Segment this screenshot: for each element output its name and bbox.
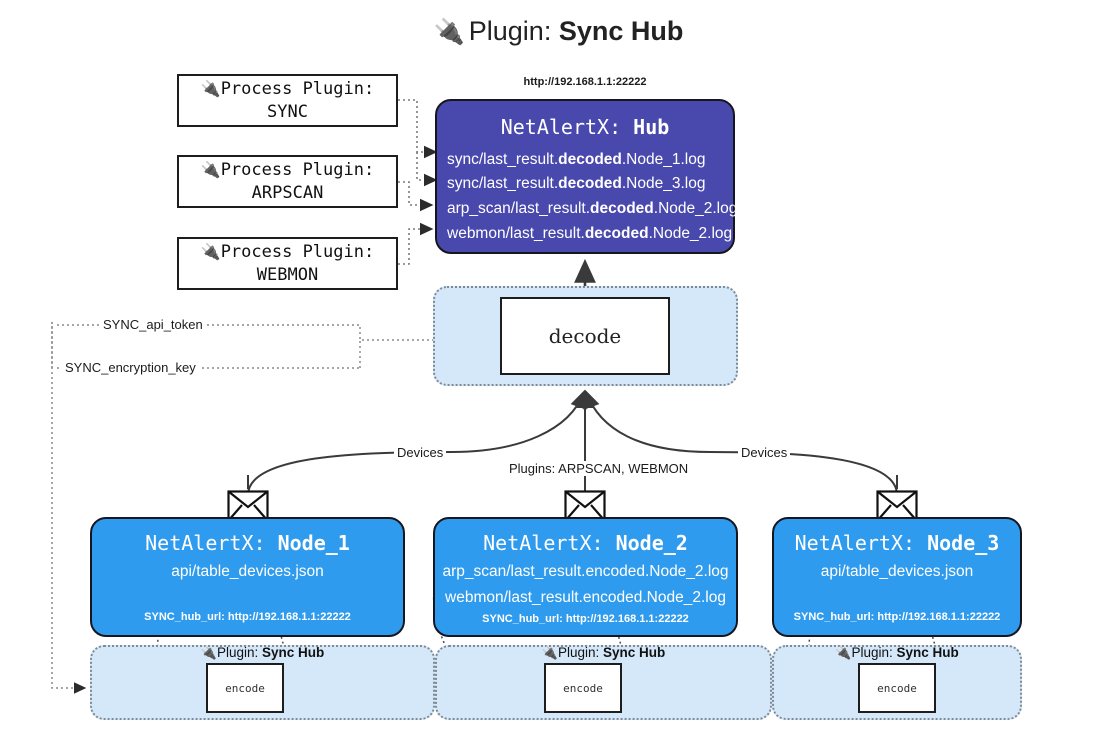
page-title-name: Sync Hub — [558, 16, 684, 46]
process-plugin-name: SYNC — [267, 101, 308, 122]
plug-icon: 🔌 — [541, 645, 558, 660]
node-footer: SYNC_hub_url: http://192.168.1.1:22222 — [482, 613, 689, 626]
hub-title: NetAlertX: Hub — [500, 115, 670, 139]
node-footer: SYNC_hub_url: http://192.168.1.1:22222 — [793, 611, 1001, 624]
encode-label: encode — [877, 681, 917, 695]
process-plugin-name: ARPSCAN — [251, 182, 324, 203]
edge-label-plugins-center: Plugins: ARPSCAN, WEBMON — [506, 461, 692, 476]
encode-box-3[interactable]: encode — [858, 663, 936, 713]
node-line: api/table_devices.json — [171, 563, 324, 580]
plug-icon: 🔌 — [200, 159, 221, 179]
process-plugin-sync[interactable]: 🔌Process Plugin: SYNC — [177, 74, 398, 127]
page-title: 🔌Plugin: Sync Hub — [0, 16, 1117, 47]
netalertx-node-1[interactable]: NetAlertX: Node_1 api/table_devices.json… — [90, 517, 405, 637]
encoder-plugin-label-2: 🔌Plugin: Sync Hub — [541, 645, 666, 660]
edge-label-devices-right: Devices — [738, 445, 791, 460]
plug-icon: 🔌 — [200, 241, 221, 261]
page-title-prefix: Plugin: — [468, 16, 559, 46]
plug-icon: 🔌 — [200, 645, 217, 660]
encoder-plugin-label-1: 🔌Plugin: Sync Hub — [200, 645, 325, 660]
encode-box-2[interactable]: encode — [544, 663, 622, 713]
hub-log-line: arp_scan/last_result.decoded.Node_2.log — [447, 200, 738, 218]
decode-box[interactable]: decode — [500, 297, 670, 375]
plug-icon: 🔌 — [433, 18, 465, 46]
hub-url-label: http://192.168.1.1:22222 — [523, 76, 647, 88]
encoder-plugin-label-3: 🔌Plugin: Sync Hub — [835, 645, 959, 660]
node-title: NetAlertX: Node_1 — [145, 531, 350, 555]
process-plugin-label: Process Plugin: — [220, 241, 375, 262]
encode-label: encode — [563, 681, 603, 695]
node-title: NetAlertX: Node_2 — [483, 531, 688, 555]
plug-icon: 🔌 — [835, 645, 852, 660]
netalertx-node-3[interactable]: NetAlertX: Node_3 api/table_devices.json… — [772, 517, 1022, 637]
process-plugin-arpscan[interactable]: 🔌Process Plugin: ARPSCAN — [177, 155, 398, 208]
node-line: webmon/last_result.encoded.Node_2.log — [445, 589, 726, 607]
hub-node[interactable]: NetAlertX: Hub sync/last_result.decoded.… — [435, 99, 738, 254]
node-line: api/table_devices.json — [820, 563, 974, 580]
encode-label: encode — [225, 681, 265, 695]
encode-box-1[interactable]: encode — [206, 663, 284, 713]
decode-label: decode — [548, 324, 622, 348]
netalertx-node-2[interactable]: NetAlertX: Node_2 arp_scan/last_result.e… — [433, 517, 738, 637]
node-line: arp_scan/last_result.encoded.Node_2.log — [442, 563, 729, 580]
secret-label-api-token: SYNC_api_token — [100, 317, 206, 332]
process-plugin-label: Process Plugin: — [220, 78, 375, 99]
process-plugin-name: WEBMON — [256, 264, 319, 285]
secret-label-encryption-key: SYNC_encryption_key — [62, 360, 199, 375]
hub-log-line: sync/last_result.decoded.Node_1.log — [447, 150, 706, 168]
edge-label-devices-left: Devices — [394, 445, 447, 460]
node-footer: SYNC_hub_url: http://192.168.1.1:22222 — [144, 611, 351, 624]
hub-log-line: sync/last_result.decoded.Node_3.log — [447, 175, 706, 193]
plug-icon: 🔌 — [200, 78, 221, 98]
hub-log-line: webmon/last_result.decoded.Node_2.log — [447, 224, 733, 242]
process-plugin-label: Process Plugin: — [220, 159, 375, 180]
process-plugin-webmon[interactable]: 🔌Process Plugin: WEBMON — [177, 237, 398, 290]
node-title: NetAlertX: Node_3 — [794, 531, 1000, 555]
